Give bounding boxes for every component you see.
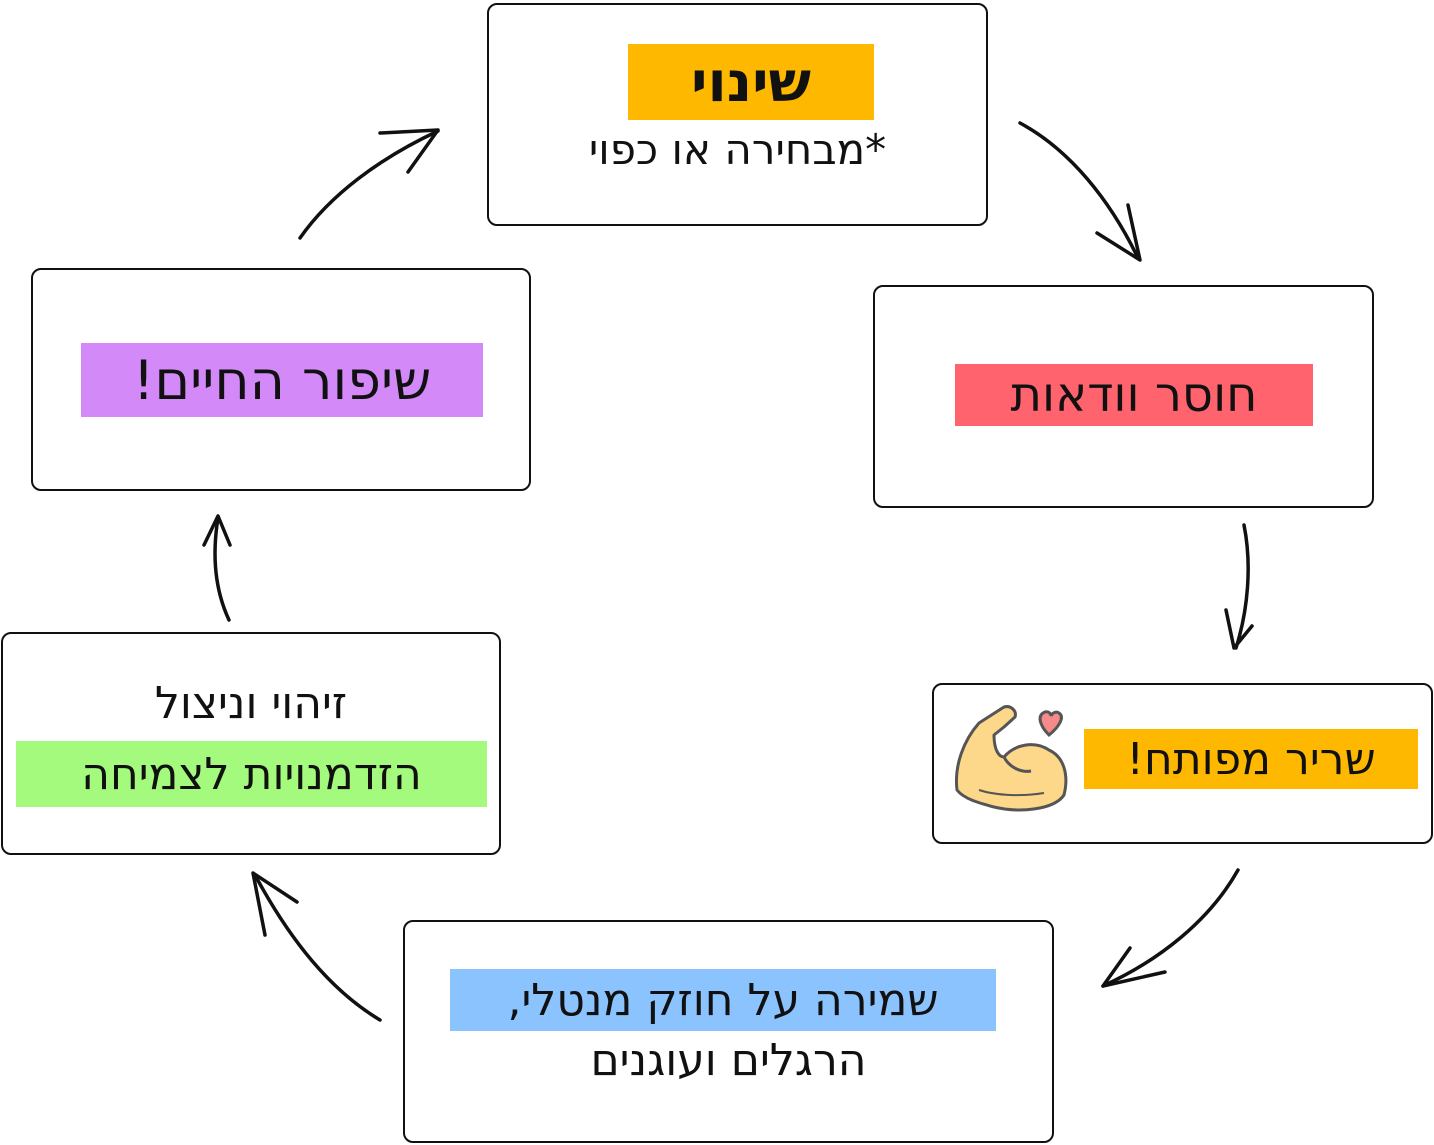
arrow-change-to-uncertainty [1018,121,1142,262]
arrow-uncertainty-to-muscle [1224,523,1254,650]
node-mental-subtitle: הרגלים ועוגנים [590,1035,867,1086]
node-uncertainty-title: חוסר וודאות [955,364,1313,426]
node-improvement: שיפור החיים! [31,268,531,491]
node-mental-title: שמירה על חוזק מנטלי, [450,969,996,1031]
node-change-title: שינוי [628,44,874,120]
node-uncertainty: חוסר וודאות [873,285,1374,508]
node-change: שינוי *מבחירה או כפוי [487,3,988,226]
node-change-subtitle: *מבחירה או כפוי [588,125,887,174]
flexed-biceps-heart-icon [954,705,1068,812]
node-muscle-title: שריר מפותח! [1084,729,1418,789]
arrow-mental-to-opportunities [251,871,382,1022]
node-opportunities: זיהוי וניצול הזדמנויות לצמיחה [1,632,501,855]
node-improvement-title: שיפור החיים! [81,343,483,417]
arrow-muscle-to-mental [1101,868,1240,988]
node-mental: שמירה על חוזק מנטלי, הרגלים ועוגנים [403,920,1054,1143]
arrow-improvement-to-change [298,128,440,240]
node-opportunities-subtitle: הזדמנויות לצמיחה [16,741,487,807]
node-muscle: שריר מפותח! [932,683,1433,844]
arrow-opportunities-to-improvement [202,514,232,622]
node-opportunities-title: זיהוי וניצול [154,678,348,729]
